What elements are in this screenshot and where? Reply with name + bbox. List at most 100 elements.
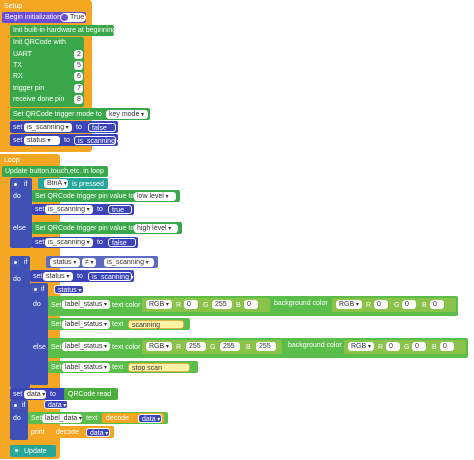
is-scanning-value[interactable]: is_scanning [74,136,116,145]
begin-toggle[interactable]: True [60,13,86,22]
rgb-dropdown[interactable]: RGB [146,342,172,351]
gear-icon[interactable] [12,402,19,409]
rgb-dropdown[interactable]: RGB [348,342,374,351]
if-keyword: if [24,181,28,188]
if-status-inner-block[interactable] [30,283,48,385]
data-condition[interactable]: data [44,400,68,409]
r-field[interactable]: 255 [186,342,206,351]
if-status-block[interactable] [10,256,30,388]
update-loop-label: Update button,touch,etc. in loop [5,168,104,175]
rgb-dropdown[interactable]: RGB [336,300,362,309]
do-keyword: do [33,301,41,308]
print-label: print [31,429,45,436]
label-data-dropdown[interactable]: label_data [42,414,82,423]
r-label: R [176,302,182,309]
label-status-dropdown[interactable]: label_status [62,320,110,329]
receive-pin-field[interactable]: 8 [74,95,83,104]
set-keyword: Set [51,364,62,371]
gear-icon[interactable] [12,181,19,188]
begin-init-block[interactable] [2,12,86,23]
begin-init-label: Begin initialization [5,14,62,21]
status-dropdown[interactable]: status [54,285,84,294]
g-field[interactable]: 255 [212,300,232,309]
gear-icon[interactable] [32,286,39,293]
text-label: text [112,364,124,371]
text-label: text [86,415,98,422]
rx-field[interactable]: 6 [74,72,83,81]
is-scanning-dropdown[interactable]: is_scanning [45,238,93,247]
false-value[interactable]: false [88,123,116,132]
g-field[interactable]: 0 [402,300,416,309]
stop-scan-string[interactable]: stop scan [128,363,190,372]
btn-dropdown[interactable]: BtnA [44,179,68,188]
status-dropdown[interactable]: status [43,272,73,281]
else-keyword: else [33,344,46,351]
is-scanning-value[interactable]: is_scanning [88,272,132,281]
trigger-pin-field[interactable]: 7 [74,84,83,93]
rx-label: RX [13,73,23,80]
background-color-label: background color [288,342,342,349]
update-block[interactable] [10,445,56,457]
status-dropdown[interactable]: status [50,258,80,267]
low-level-dropdown[interactable]: low level [134,192,176,201]
trigger-mode-dropdown[interactable]: key mode [106,110,148,119]
b-label: B [246,344,251,351]
rgb-dropdown[interactable]: RGB [146,300,172,309]
text-color-label: text color [112,302,141,309]
scanning-string[interactable]: scanning [128,320,184,329]
b-field[interactable]: 0 [440,342,454,351]
g-field[interactable]: 0 [412,342,426,351]
tx-field[interactable]: 5 [74,61,83,70]
init-qr-block[interactable] [10,37,84,107]
true-value[interactable]: true [108,205,132,214]
setup-title: Setup [4,3,23,10]
b-field[interactable]: 0 [244,300,258,309]
is-scanning-dropdown[interactable]: is_scanning [45,205,93,214]
data-arg-dropdown[interactable]: data [138,414,162,423]
init-hw-block[interactable] [10,25,114,36]
qr-read-label: QRCode read [68,391,112,398]
false-value[interactable]: false [108,238,136,247]
gear-icon[interactable] [13,447,20,454]
if-data-block[interactable] [10,400,28,440]
data-var-dropdown[interactable]: data [24,390,46,399]
g-field[interactable]: 255 [220,342,240,351]
label-status-dropdown[interactable]: label_status [62,300,110,309]
to-keyword: to [97,206,103,213]
r-label: R [176,344,182,351]
rgb-block-text-2[interactable] [142,340,282,354]
b-field[interactable]: 255 [256,342,276,351]
r-field[interactable]: 0 [386,342,400,351]
text-label: text [112,321,124,328]
r-field[interactable]: 0 [374,300,388,309]
data-arg-dropdown[interactable]: data [86,428,110,437]
var-status-dropdown[interactable]: status [24,136,60,145]
to-keyword: to [76,124,82,131]
is-scanning-dropdown[interactable]: is_scanning [104,258,154,267]
btn-pressed-block[interactable] [38,178,108,189]
b-field[interactable]: 0 [430,300,444,309]
uart-field[interactable]: 2 [74,50,83,59]
update-label: Update [24,448,47,455]
update-loop-block[interactable] [2,166,108,177]
decode-label: decode [56,429,79,436]
label-status-dropdown[interactable]: label_status [62,342,110,351]
r-field[interactable]: 0 [184,300,198,309]
background-color-label: background color [274,300,328,307]
b-label: B [236,302,241,309]
neq-operator[interactable]: ≠ [82,258,96,267]
gear-icon[interactable] [12,259,19,266]
set-trigger-mode-label: Set QRCode trigger mode to [13,111,102,118]
decode-block[interactable] [102,413,164,423]
rgb-block-bg-1[interactable] [332,298,456,312]
high-level-dropdown[interactable]: high level [134,224,178,233]
rgb-block-bg-2[interactable] [344,340,466,354]
if-btn-block[interactable] [10,178,32,248]
set-keyword: set [33,273,43,280]
qr-read-block[interactable] [64,388,118,400]
b-label: B [432,344,437,351]
var-is-scanning-dropdown[interactable]: is_scanning [24,123,72,132]
label-status-dropdown[interactable]: label_status [62,363,110,372]
set-trig-high-label: Set QRCode trigger pin value to [35,225,135,232]
rgb-block-text-1[interactable] [142,298,270,312]
